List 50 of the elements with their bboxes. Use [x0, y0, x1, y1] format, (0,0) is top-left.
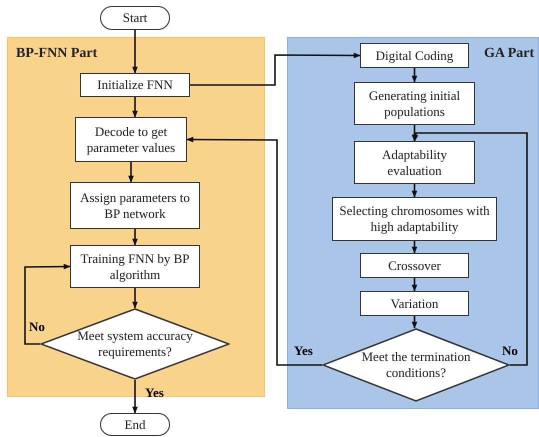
arrow [412, 68, 418, 83]
edge-label: No [29, 319, 45, 335]
process-box [332, 197, 497, 241]
edge-label: Yes [145, 385, 164, 401]
step-text: Training FNN by BP algorithm [80, 250, 190, 282]
section-panel [7, 37, 265, 397]
step-text: Meet the termination conditions? [360, 349, 472, 381]
process-box [360, 291, 469, 316]
step-text: Crossover [387, 258, 442, 274]
step-text: Initialize FNN [96, 77, 174, 93]
step-text: Generating initial populations [368, 88, 462, 120]
step-text: Start [122, 10, 148, 26]
step-text: Assign parameters to BP network [79, 190, 191, 222]
step-text: Meet system accuracy requirements? [76, 328, 194, 360]
start-terminal [100, 6, 170, 30]
arrow [412, 125, 418, 142]
arrow [128, 162, 134, 183]
step-text: Variation [390, 296, 440, 312]
process-box [354, 141, 475, 184]
step-text: Digital Coding [374, 48, 454, 64]
arrow [190, 52, 361, 86]
edge-label: No [502, 343, 518, 359]
section-heading: BP-FNN Part [16, 46, 98, 63]
edge-label: Yes [294, 343, 313, 359]
step-text: End [124, 416, 146, 432]
arrow [132, 229, 138, 246]
arrow [132, 30, 138, 74]
process-box [70, 182, 200, 229]
step-text: Adaptability evaluation [381, 146, 448, 178]
arrow [412, 278, 418, 292]
process-box [75, 117, 187, 162]
process-box [360, 253, 469, 278]
section-panel [287, 37, 539, 409]
arrow [412, 241, 418, 254]
arrow [24, 264, 71, 345]
arrow [132, 380, 138, 414]
end-terminal [100, 413, 170, 436]
process-box [70, 245, 200, 288]
step-text: Selecting chromosomes with high adaptability [338, 203, 491, 235]
arrow [186, 136, 322, 366]
arrow [412, 316, 418, 329]
process-box [354, 82, 475, 125]
process-box [80, 73, 190, 97]
arrow [412, 184, 418, 198]
process-box [360, 43, 469, 68]
arrow [132, 97, 138, 118]
arrow [132, 288, 138, 309]
step-text: Decode to get parameter values [86, 124, 176, 156]
arrow [412, 132, 528, 366]
section-heading: GA Part [484, 46, 534, 63]
